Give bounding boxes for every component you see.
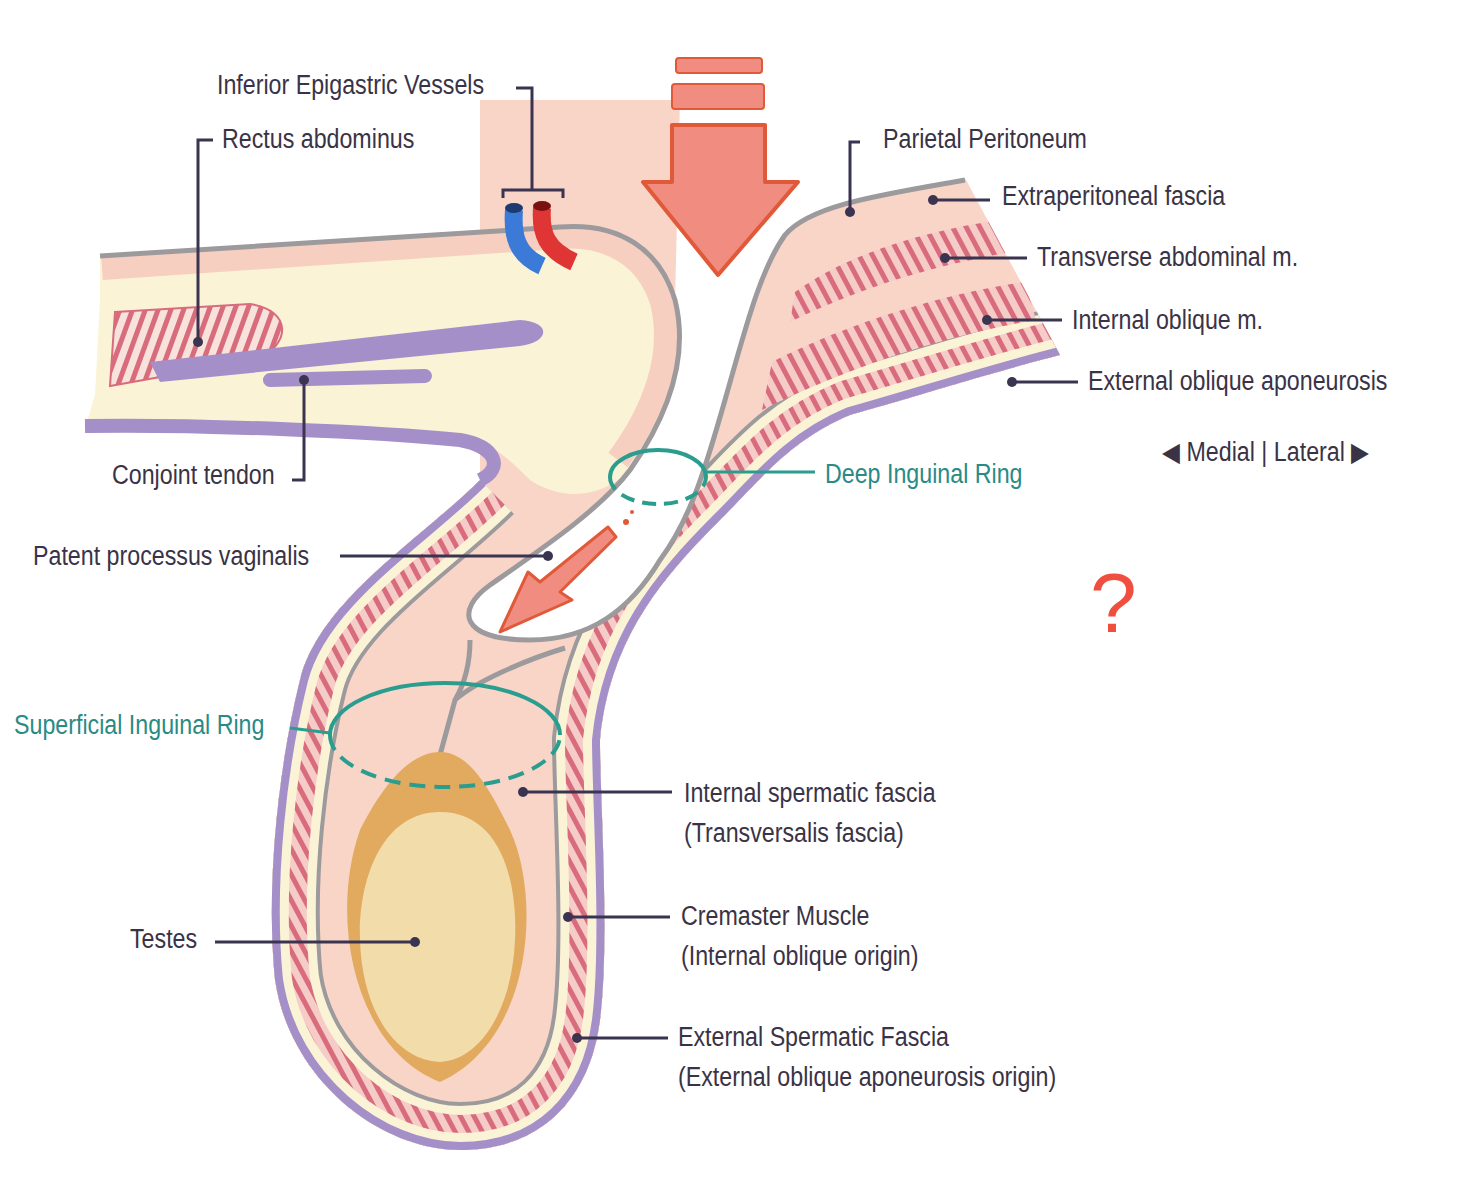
hernia-arrow (500, 527, 616, 632)
arrow-dot (630, 510, 634, 514)
leader-line (933, 199, 990, 202)
part-label: ◀ Medial | Lateral ▶ (1162, 436, 1369, 468)
conjoint-tendon (270, 376, 425, 380)
leader-line (568, 916, 670, 919)
part-label: Testes (130, 923, 197, 955)
leader-dot (928, 195, 938, 205)
leader-line (292, 380, 304, 480)
part-label: (External oblique aponeurosis origin) (678, 1061, 1056, 1093)
arrow-dot (623, 519, 629, 525)
part-label: Inferior Epigastric Vessels (217, 69, 484, 101)
arrow-dash (672, 84, 764, 109)
part-label: Conjoint tendon (112, 459, 275, 491)
testis (360, 812, 515, 1062)
leader-dot (410, 937, 420, 947)
leader-dot (563, 912, 573, 922)
part-label: Deep Inguinal Ring (825, 458, 1023, 490)
arrow-dash (676, 58, 762, 73)
part-label: External oblique aponeurosis (1088, 365, 1387, 397)
artery-end (533, 201, 551, 211)
superficial-ring (330, 735, 560, 787)
part-label: External Spermatic Fascia (678, 1021, 949, 1053)
part-label: (Transversalis fascia) (684, 817, 904, 849)
part-label: Internal oblique m. (1072, 304, 1263, 336)
leader-line (523, 791, 672, 794)
testis-tunic (347, 752, 526, 1082)
part-label: Transverse abdominal m. (1037, 241, 1298, 273)
leader-line (1012, 381, 1078, 384)
leader-line (945, 257, 1027, 260)
hernia-arrow (643, 125, 798, 275)
part-label: Internal spermatic fascia (684, 777, 936, 809)
superficial-ring (330, 683, 560, 735)
ring-leader (290, 728, 330, 733)
leader-dot (518, 787, 528, 797)
leader-line (987, 319, 1062, 322)
leader-dot (1007, 377, 1017, 387)
leader-line (577, 1037, 668, 1040)
part-label: Cremaster Muscle (681, 900, 869, 932)
medial-wall (85, 227, 679, 494)
vessel-bracket (503, 88, 563, 198)
leader-dot (845, 207, 855, 217)
leader-dot (193, 337, 203, 347)
leader-line (198, 140, 213, 342)
leader-dot (982, 315, 992, 325)
artery (542, 208, 574, 262)
deep-ring (610, 450, 706, 477)
part-label: Rectus abdominus (222, 123, 414, 155)
leader-dot (572, 1033, 582, 1043)
leader-dot (299, 375, 309, 385)
part-label: Parietal Peritoneum (883, 123, 1087, 155)
internal-oblique-muscle (762, 282, 1036, 410)
leader-line (340, 555, 548, 558)
conjoint-tendon (150, 320, 543, 382)
leader-dot (543, 551, 553, 561)
leader-line (215, 941, 415, 944)
question-mark: ? (1090, 558, 1137, 648)
leader-line (850, 142, 860, 212)
part-label: Extraperitoneal fascia (1002, 180, 1225, 212)
ring-leader (705, 471, 815, 474)
deep-ring (610, 477, 706, 504)
part-label: Patent processus vaginalis (33, 540, 309, 572)
part-label: Superficial Inguinal Ring (14, 709, 264, 741)
leader-dot (940, 253, 950, 263)
vein-end (505, 203, 523, 213)
part-label: (Internal oblique origin) (681, 940, 919, 972)
peritoneum-line (440, 640, 565, 755)
